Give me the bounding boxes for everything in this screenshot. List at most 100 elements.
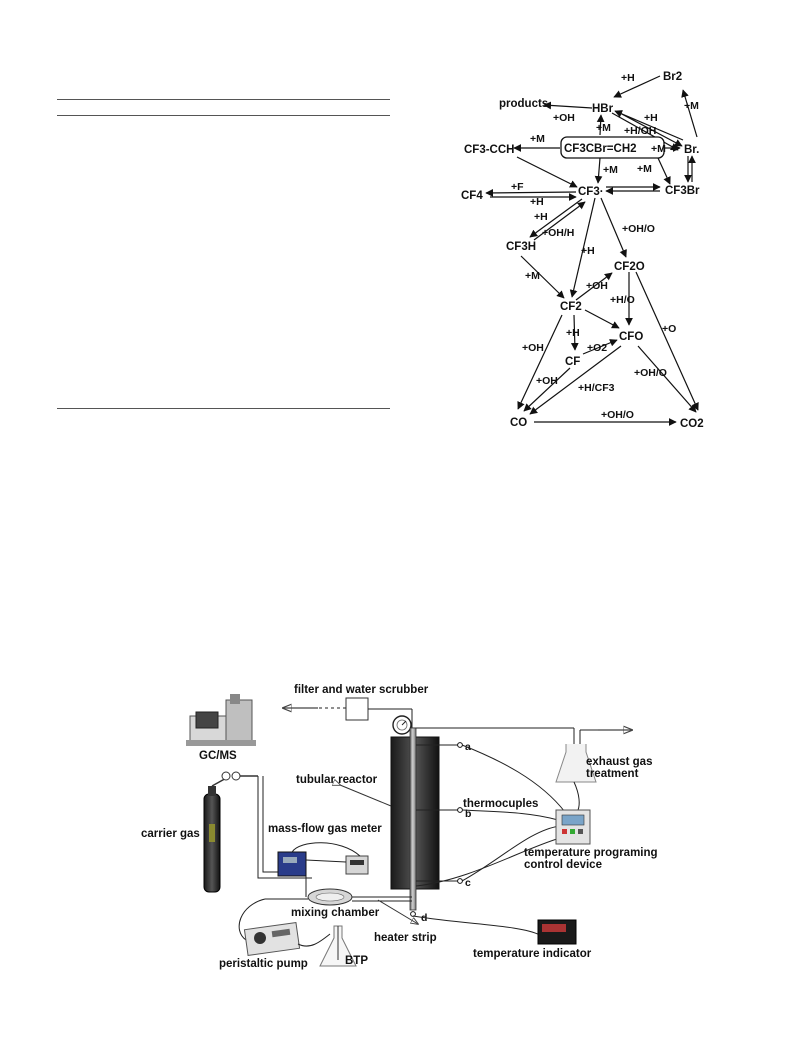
label-heater-strip: heater strip: [374, 932, 437, 944]
table-bottom-rule: [57, 408, 390, 409]
rxn-label: +M: [651, 143, 666, 155]
exhaust-flask-icon: [555, 744, 597, 783]
label-carrier-gas: carrier gas: [141, 828, 200, 840]
rxn-label: +H/OH: [624, 125, 656, 137]
table-header-rule: [57, 115, 390, 116]
species-cf2: CF2: [560, 301, 582, 313]
rxn-label: +M: [530, 133, 545, 145]
species-cf3h: CF3H: [506, 241, 536, 253]
rxn-label: +H: [621, 72, 635, 84]
wire-heater: [415, 837, 561, 887]
species-cfo: CFO: [619, 331, 643, 343]
label-thermocouples: thermocuples: [463, 798, 538, 810]
mfc-signal-wire: [305, 859, 347, 863]
gas-regulator-icon: [211, 771, 258, 787]
label-continuation: treatment: [586, 768, 639, 780]
rxn-label: +M: [596, 122, 611, 134]
label-tubular-reactor: tubular reactor: [296, 774, 378, 786]
label-temp-control-text: temperature programing: [524, 847, 658, 859]
apparatus-schematic: GC/MS filter and water scrubber exhaust …: [141, 684, 661, 970]
thermocouple-d: [410, 911, 416, 917]
rxn-label: +OH: [536, 375, 558, 387]
peristaltic-pump-icon: [243, 921, 301, 957]
btp-box: [560, 136, 665, 159]
heater-strip-pointer: [377, 899, 418, 924]
thermocouple-a: [457, 742, 463, 748]
label-btp: BTP: [345, 955, 368, 967]
rxn-label: +M: [603, 164, 618, 176]
label-continuation: control device: [524, 859, 602, 871]
rxn-label: +M: [525, 270, 540, 282]
pressure-gauge-icon: [392, 715, 412, 735]
gas-line-to-mfc: [257, 776, 312, 879]
label-temp-control: temperature programing control device: [524, 847, 661, 871]
species-products: products: [499, 98, 548, 110]
temperature-indicator-icon: [537, 919, 577, 945]
species-cf: CF: [565, 356, 580, 368]
rxn-label: +OH/O: [622, 223, 655, 235]
rxn-label: +H: [566, 327, 580, 339]
label-mixing-chamber: mixing chamber: [291, 907, 380, 919]
rxn-label: +H: [644, 112, 658, 124]
label-point-b: b: [465, 808, 471, 820]
species-cf2o: CF2O: [614, 261, 645, 273]
wire-b: [461, 809, 559, 821]
rxn-label: +H: [534, 211, 548, 223]
reaction-mechanism-diagram: Br2 HBr products CF3CBr=CH2 Br. CF3-CCH …: [461, 71, 704, 430]
species-br2: Br2: [663, 71, 682, 83]
rxn-label: +M: [637, 163, 652, 175]
label-peristaltic-pump: peristaltic pump: [219, 958, 308, 970]
gas-line-inner: [262, 776, 278, 873]
rxn-label: +H/CF3: [578, 382, 615, 394]
wire-exhaust: [573, 781, 580, 811]
table-top-rule: [57, 99, 390, 100]
species-br-radical: Br.: [684, 144, 699, 156]
species-cf3: CF3·: [578, 186, 604, 198]
reactor-tube: [409, 727, 417, 911]
rxn-label: +OH/O: [634, 367, 667, 379]
rxn-label: +H: [530, 196, 544, 208]
rxn-label: +O: [662, 323, 676, 335]
gcms-instrument-icon: [186, 694, 256, 746]
label-point-c: c: [465, 877, 471, 889]
wire-a: [461, 744, 566, 813]
rxn-label: +OH: [586, 280, 608, 292]
mechanism-arrows: [485, 75, 699, 426]
rxn-label: +H/O: [610, 294, 635, 306]
mass-flow-meter-icon: [277, 851, 307, 877]
rxn-label: +OH: [522, 342, 544, 354]
rxn-label: +H: [581, 245, 595, 257]
label-filter: filter and water scrubber: [294, 684, 429, 696]
species-cf4: CF4: [461, 190, 483, 202]
pump-tubing: [238, 898, 266, 941]
species-hbr: HBr: [592, 103, 614, 115]
label-gcms: GC/MS: [199, 750, 237, 762]
temperature-controller-icon: [555, 809, 591, 845]
flow-readout-box-icon: [345, 855, 369, 875]
pump-to-btp-tubing: [297, 933, 331, 947]
carrier-gas-cylinder-icon: [203, 786, 221, 893]
rxn-label: +OH: [553, 112, 575, 124]
species-cf3br: CF3Br: [665, 185, 700, 197]
tubular-reactor-pointer: [340, 785, 392, 807]
rxn-label: +M: [684, 100, 699, 112]
label-temp-indicator: temperature indicator: [473, 948, 592, 960]
species-cf3cch: CF3-CCH: [464, 144, 514, 156]
thermocouple-b: [457, 807, 463, 813]
species-co2: CO2: [680, 418, 704, 430]
mixing-chamber-icon: [307, 888, 353, 906]
species-btp: CF3CBr=CH2: [564, 143, 637, 155]
wire-c: [461, 825, 561, 882]
rxn-label: +F: [511, 181, 524, 193]
filter-scrubber-box: [345, 697, 369, 721]
rxn-label: +OH/O: [601, 409, 634, 421]
mfc-signal-wire-2: [291, 842, 361, 857]
thermocouple-c: [457, 878, 463, 884]
rxn-label: +OH/H: [542, 227, 574, 239]
species-co: CO: [510, 417, 527, 429]
label-mass-flow: mass-flow gas meter: [268, 823, 382, 835]
rxn-label: +O2: [587, 342, 607, 354]
wire-d: [412, 915, 541, 936]
